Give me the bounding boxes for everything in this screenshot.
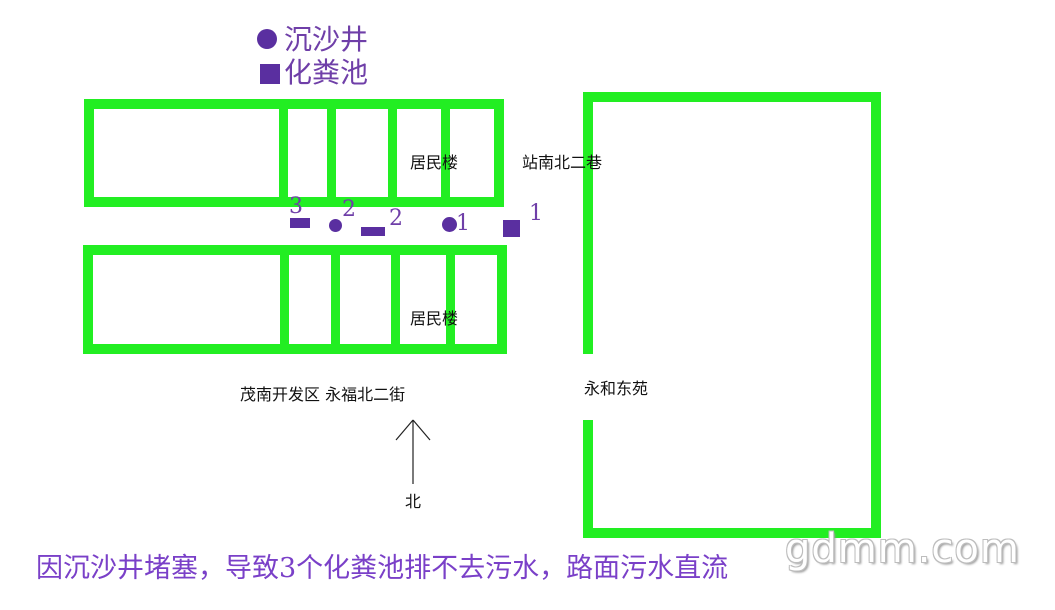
north-building-label: 居民楼	[410, 153, 459, 172]
south-building-label: 居民楼	[410, 309, 459, 328]
north-building-outline	[84, 99, 504, 207]
septic-tank-marker	[503, 220, 520, 237]
south-divider	[280, 247, 289, 352]
lane-label: 站南北二巷	[522, 153, 603, 172]
caption: 因沉沙井堵塞，导致3个化粪池排不去污水，路面污水直流	[36, 553, 729, 584]
north-label: 北	[405, 492, 422, 511]
north-divider	[327, 101, 336, 205]
north-divider	[279, 101, 288, 205]
south-building-outline	[83, 245, 507, 354]
south-divider	[331, 247, 340, 352]
compound-left-wall-lower	[583, 420, 593, 538]
sand-well-legend-icon	[257, 29, 277, 49]
legend-septic-tank-label: 化粪池	[284, 56, 369, 89]
south-divider	[446, 247, 455, 352]
compound-bottom-wall	[583, 528, 881, 538]
north-divider	[441, 101, 450, 205]
compound-left-wall-upper	[583, 92, 593, 354]
septic-tank-marker	[361, 227, 385, 236]
sand-well-1-number: 1	[456, 211, 470, 236]
septic-tank-marker	[290, 218, 310, 228]
sand-well-2-number: 2	[342, 197, 356, 222]
north-divider	[388, 101, 397, 205]
street-label: 茂南开发区 永福北二街	[240, 385, 406, 404]
north-arrow-icon	[395, 419, 431, 484]
compound-top-wall	[583, 92, 881, 102]
compound-right-wall	[871, 92, 881, 538]
septic-tank-legend-icon	[260, 64, 280, 84]
septic-tank-3-number: 3	[289, 194, 303, 219]
septic-tank-1-number: 1	[529, 201, 543, 226]
legend-sand-well-label: 沉沙井	[284, 23, 369, 56]
sand-well-marker	[329, 219, 342, 232]
watermark: gdmm.com	[785, 526, 1020, 572]
south-divider	[391, 247, 400, 352]
compound-label: 永和东苑	[584, 379, 649, 398]
sand-well-marker	[442, 217, 457, 232]
septic-tank-2-number: 2	[389, 206, 403, 231]
